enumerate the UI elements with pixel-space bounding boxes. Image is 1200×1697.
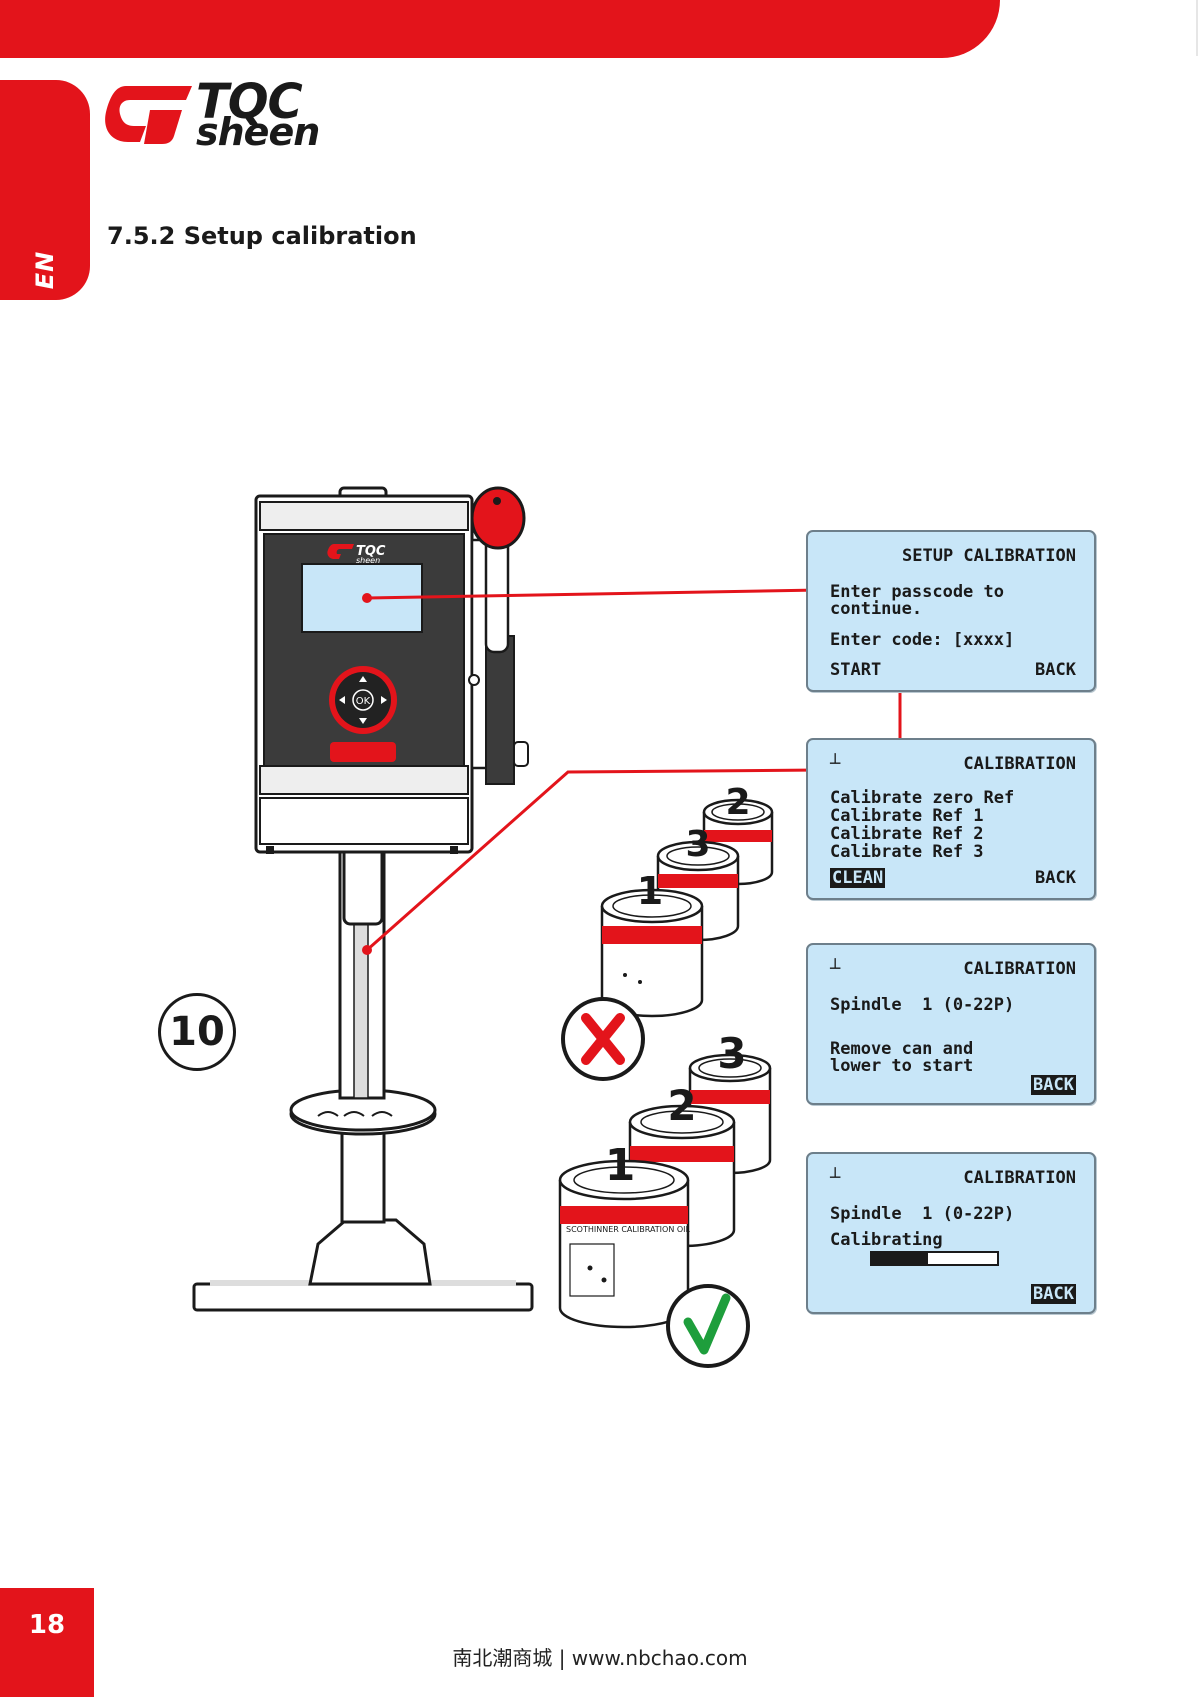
svg-text:TQC: TQC <box>356 544 386 559</box>
back-action[interactable]: BACK <box>1035 660 1076 680</box>
back-action[interactable]: BACK <box>1031 1075 1076 1095</box>
correct-can-label-2: 2 <box>667 1081 696 1130</box>
status-line: Calibrating <box>830 1230 943 1250</box>
page-number-box: 18 <box>0 1588 94 1697</box>
page-number: 18 <box>28 1610 66 1640</box>
menu-item[interactable]: Calibrate Ref 1 <box>830 806 984 826</box>
tqc-sheen-logo: TQC sheen <box>104 74 336 154</box>
calibration-progress-bar <box>870 1251 999 1266</box>
device-logo: TQC sheen <box>327 544 386 565</box>
can-1-front <box>600 888 704 1018</box>
screen-calibration-menu: ┴ CALIBRATION Calibrate zero Ref Calibra… <box>806 738 1096 900</box>
screen-line: Enter code: [xxxx] <box>830 630 1015 650</box>
logo-text-tqc: TQC <box>196 74 303 130</box>
viscometer-stand <box>192 838 534 1312</box>
section-title: 7.5.2 Setup calibration <box>107 222 417 250</box>
wrong-can-label-2: 2 <box>725 782 750 823</box>
top-red-banner <box>0 0 1000 58</box>
clean-selected-item[interactable]: CLEAN <box>830 868 886 888</box>
screen-setup-calibration: SETUP CALIBRATION Enter passcode to cont… <box>806 530 1096 692</box>
menu-item[interactable]: Calibrate Ref 2 <box>830 824 984 844</box>
stand-icon: ┴ <box>830 754 841 774</box>
back-action[interactable]: BACK <box>1031 1284 1076 1304</box>
svg-text:sheen: sheen <box>356 556 380 565</box>
viscometer-head: OK TQC sheen <box>254 486 529 854</box>
footer-site[interactable]: 南北潮商城 | www.nbchao.com <box>452 1646 748 1670</box>
ok-button-label: OK <box>356 696 371 707</box>
stand-base <box>192 1282 534 1312</box>
screen-line: lower to start <box>830 1056 974 1076</box>
screen-title: CALIBRATION <box>963 754 1076 774</box>
spindle-line: Spindle 1 (0-22P) <box>830 995 1015 1015</box>
stand-icon: ┴ <box>830 959 841 979</box>
screen-spindle-ready: ┴ CALIBRATION Spindle 1 (0-22P) Remove c… <box>806 943 1096 1105</box>
correct-can-label-1: 1 <box>605 1140 636 1191</box>
can-3-middle <box>656 840 740 942</box>
correct-can-label-3: 3 <box>717 1029 746 1078</box>
menu-item[interactable]: Calibrate Ref 3 <box>830 842 984 862</box>
can-1-front-correct <box>558 1159 690 1329</box>
back-action[interactable]: BACK <box>1035 868 1076 888</box>
spindle-line: Spindle 1 (0-22P) <box>830 1204 1015 1224</box>
wrong-mark-icon <box>561 997 645 1081</box>
language-tab: EN <box>0 80 90 300</box>
logo-text-sheen: sheen <box>196 110 320 154</box>
screen-calibrating: ┴ CALIBRATION Spindle 1 (0-22P) Calibrat… <box>806 1152 1096 1314</box>
screen-title: CALIBRATION <box>963 1168 1076 1188</box>
cans-correct-order <box>558 1053 772 1329</box>
start-action[interactable]: START <box>830 660 882 680</box>
screen-line: continue. <box>830 599 923 619</box>
wrong-can-label-3: 3 <box>685 824 710 865</box>
stand-foot <box>308 1218 432 1286</box>
device-red-button <box>330 742 396 762</box>
menu-item[interactable]: Calibrate zero Ref <box>830 788 1015 808</box>
lever-knob <box>470 486 526 550</box>
logo-mark-icon <box>105 86 192 144</box>
screen-line: Remove can and <box>830 1039 974 1059</box>
screen-line: Enter passcode to <box>830 582 1004 602</box>
stand-icon: ┴ <box>830 1168 841 1188</box>
wrong-can-label-1: 1 <box>637 869 663 913</box>
screen-title: SETUP CALIBRATION <box>902 546 1076 566</box>
can-label-text: SCOTHINNER CALIBRATION OIL <box>566 1225 691 1234</box>
cans-wrong-order <box>600 798 774 1018</box>
calibration-progress-fill <box>872 1253 929 1264</box>
screen-title: CALIBRATION <box>963 959 1076 979</box>
top-right-rule <box>1196 0 1198 56</box>
step-number-badge: 10 <box>158 993 236 1071</box>
check-mark-icon <box>666 1284 750 1368</box>
